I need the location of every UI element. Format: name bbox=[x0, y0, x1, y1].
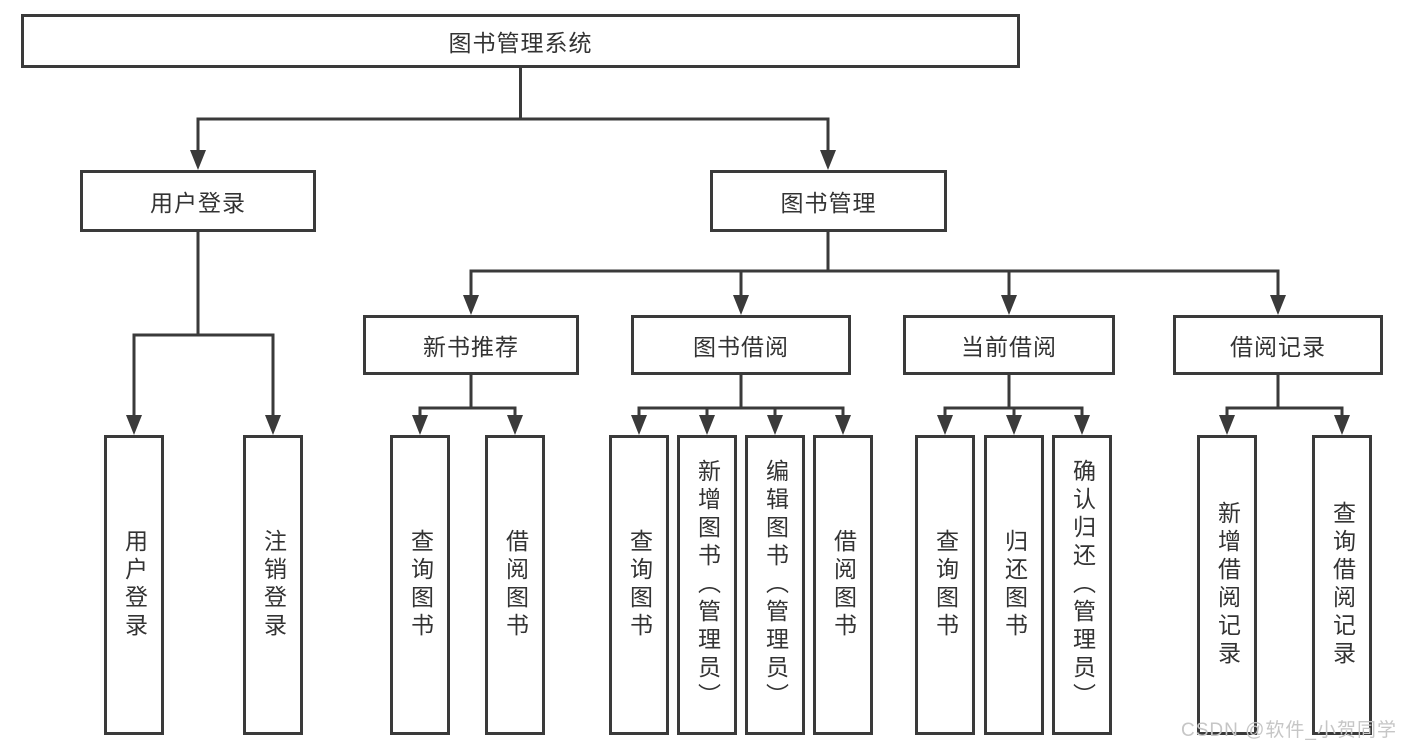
node-new-book-recommend: 新书推荐 bbox=[363, 315, 579, 375]
node-user-login: 用户登录 bbox=[80, 170, 316, 232]
leaf-query-books-recommend: 查询图书 bbox=[390, 435, 450, 735]
leaf-return-books-label: 归还图书 bbox=[1001, 529, 1028, 641]
leaf-query-books-borrow: 查询图书 bbox=[609, 435, 669, 735]
node-book-borrow: 图书借阅 bbox=[631, 315, 851, 375]
leaf-edit-books-admin-label: 编辑图书（管理员） bbox=[762, 459, 789, 711]
leaf-query-books-recommend-label: 查询图书 bbox=[407, 529, 434, 641]
leaf-query-books-current-label: 查询图书 bbox=[932, 529, 959, 641]
leaf-borrow-books-recommend-label: 借阅图书 bbox=[502, 529, 529, 641]
leaf-add-books-admin: 新增图书（管理员） bbox=[677, 435, 737, 735]
leaf-confirm-return-admin: 确认归还（管理员） bbox=[1052, 435, 1112, 735]
leaf-user-login-label: 用户登录 bbox=[121, 529, 148, 641]
leaf-add-books-admin-label: 新增图书（管理员） bbox=[694, 459, 721, 711]
node-current-borrow-label: 当前借阅 bbox=[961, 334, 1057, 360]
node-borrow-records-label: 借阅记录 bbox=[1230, 334, 1326, 360]
leaf-return-books: 归还图书 bbox=[984, 435, 1044, 735]
leaf-borrow-books-label: 借阅图书 bbox=[830, 529, 857, 641]
leaf-query-books-borrow-label: 查询图书 bbox=[626, 529, 653, 641]
leaf-borrow-books: 借阅图书 bbox=[813, 435, 873, 735]
leaf-user-login: 用户登录 bbox=[104, 435, 164, 735]
node-borrow-records: 借阅记录 bbox=[1173, 315, 1383, 375]
leaf-query-borrow-record-label: 查询借阅记录 bbox=[1329, 501, 1356, 669]
leaf-add-borrow-record: 新增借阅记录 bbox=[1197, 435, 1257, 735]
leaf-edit-books-admin: 编辑图书（管理员） bbox=[745, 435, 805, 735]
node-root-label: 图书管理系统 bbox=[448, 30, 593, 56]
leaf-borrow-books-recommend: 借阅图书 bbox=[485, 435, 545, 735]
node-root: 图书管理系统 bbox=[21, 14, 1020, 68]
node-current-borrow: 当前借阅 bbox=[903, 315, 1115, 375]
node-new-book-recommend-label: 新书推荐 bbox=[423, 334, 519, 360]
leaf-query-borrow-record: 查询借阅记录 bbox=[1312, 435, 1372, 735]
node-book-management-label: 图书管理 bbox=[780, 190, 877, 216]
leaf-logout-login-label: 注销登录 bbox=[260, 529, 287, 641]
csdn-watermark: CSDN @软件_小贺同学 bbox=[1181, 720, 1397, 741]
leaf-query-books-current: 查询图书 bbox=[915, 435, 975, 735]
node-book-borrow-label: 图书借阅 bbox=[693, 334, 789, 360]
leaf-add-borrow-record-label: 新增借阅记录 bbox=[1214, 501, 1241, 669]
node-user-login-label: 用户登录 bbox=[150, 190, 246, 216]
leaf-confirm-return-admin-label: 确认归还（管理员） bbox=[1069, 459, 1096, 711]
leaf-logout-login: 注销登录 bbox=[243, 435, 303, 735]
node-book-management: 图书管理 bbox=[710, 170, 947, 232]
